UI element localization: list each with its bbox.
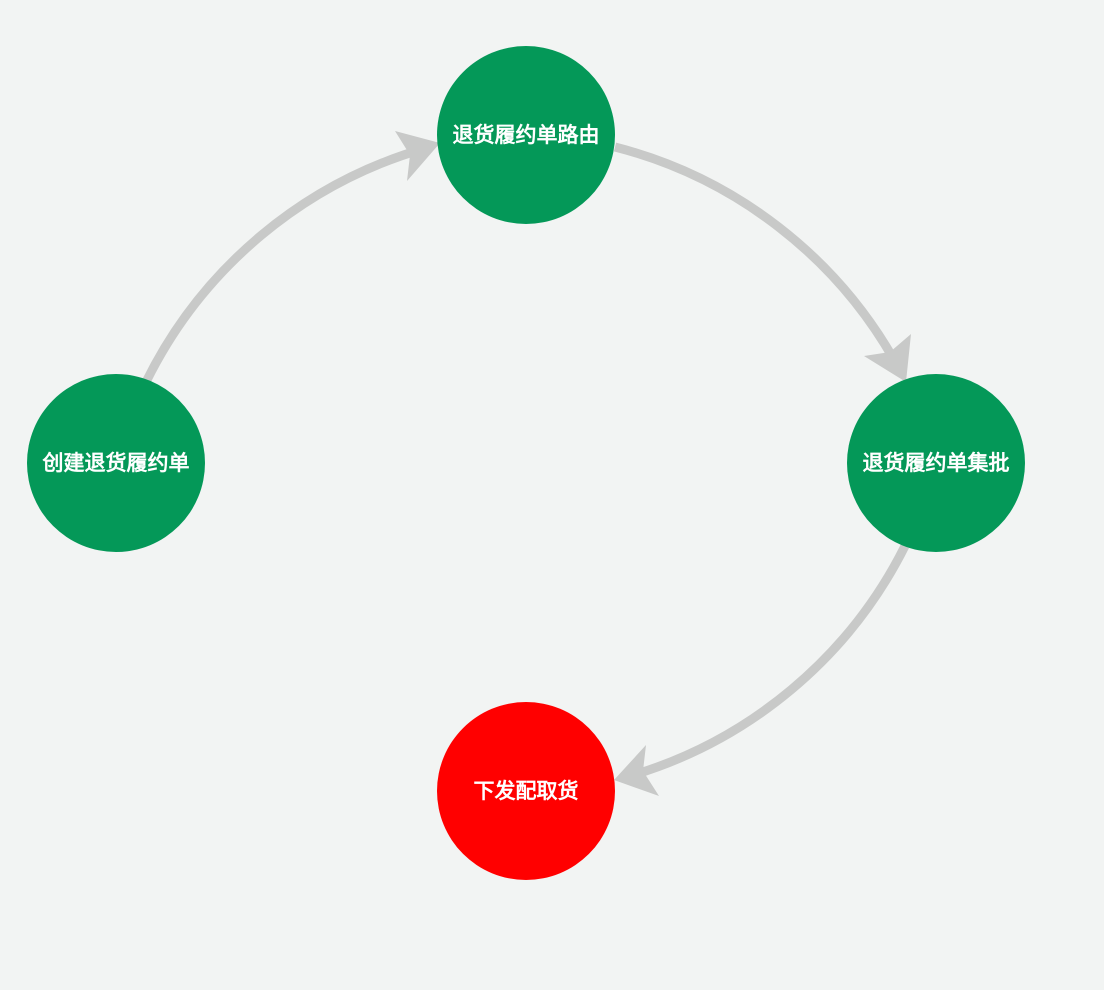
edge-create-to-route <box>141 131 440 384</box>
node-batch[interactable]: 退货履约单集批 <box>847 374 1025 552</box>
node-circle[interactable] <box>437 46 615 224</box>
node-create[interactable]: 创建退货履约单 <box>27 374 205 552</box>
node-label: 退货履约单路由 <box>453 123 600 147</box>
edge-line <box>628 543 910 781</box>
node-label: 退货履约单集批 <box>863 451 1010 475</box>
arrowhead-icon <box>614 745 659 796</box>
arrowhead-icon <box>864 334 911 382</box>
node-label: 下发配取货 <box>474 779 579 803</box>
edge-line <box>141 143 428 384</box>
edge-batch-to-dispatch <box>614 543 910 796</box>
edges <box>141 131 911 796</box>
node-dispatch[interactable]: 下发配取货 <box>437 702 615 880</box>
node-circle[interactable] <box>437 702 615 880</box>
edge-line <box>613 142 901 368</box>
node-label: 创建退货履约单 <box>42 451 190 475</box>
edge-route-to-batch <box>613 142 911 382</box>
node-circle[interactable] <box>27 374 205 552</box>
node-route[interactable]: 退货履约单路由 <box>437 46 615 224</box>
arrowhead-icon <box>395 131 440 181</box>
node-circle[interactable] <box>847 374 1025 552</box>
